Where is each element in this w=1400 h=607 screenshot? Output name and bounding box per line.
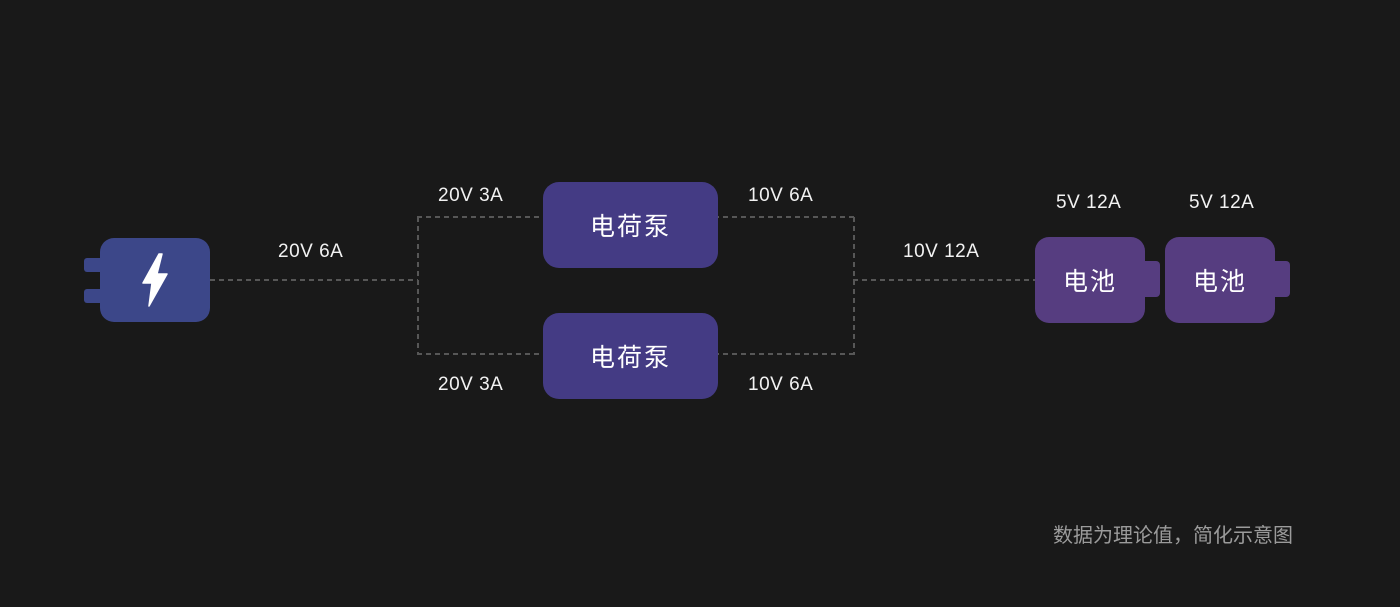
label-battery-2-input: 5V 12A [1189, 192, 1255, 213]
footnote-caption: 数据为理论值，简化示意图 [1053, 525, 1293, 547]
battery-2-label: 电池 [1192, 268, 1247, 296]
charge-pump-top-label: 电荷泵 [589, 213, 671, 241]
battery-2-terminal [1275, 261, 1290, 297]
label-adapter-output: 20V 6A [278, 241, 344, 262]
wire-adapter-to-split [210, 279, 418, 281]
wire-merge-to-battery [853, 279, 1035, 281]
charge-pump-top: 电荷泵 [543, 182, 718, 268]
label-charge-pump-top-output: 10V 6A [748, 185, 814, 206]
battery-1-terminal [1145, 261, 1160, 297]
plug-prong-bottom [84, 289, 102, 303]
wire-merge-vertical [853, 217, 855, 355]
battery-1-label: 电池 [1062, 268, 1117, 296]
label-charge-pump-top-input: 20V 3A [438, 185, 504, 206]
wire-split-vertical [417, 217, 419, 355]
label-charge-pump-bottom-output: 10V 6A [748, 374, 814, 395]
label-merged-output: 10V 12A [903, 241, 980, 262]
label-battery-1-input: 5V 12A [1056, 192, 1122, 213]
plug-prong-top [84, 258, 102, 272]
lightning-bolt-icon [142, 253, 168, 307]
battery-1: 电池 [1035, 237, 1160, 323]
power-adapter [84, 238, 210, 322]
charge-pump-bottom: 电荷泵 [543, 313, 718, 399]
label-charge-pump-bottom-input: 20V 3A [438, 374, 504, 395]
charge-pump-bottom-label: 电荷泵 [589, 344, 671, 372]
battery-2: 电池 [1165, 237, 1290, 323]
